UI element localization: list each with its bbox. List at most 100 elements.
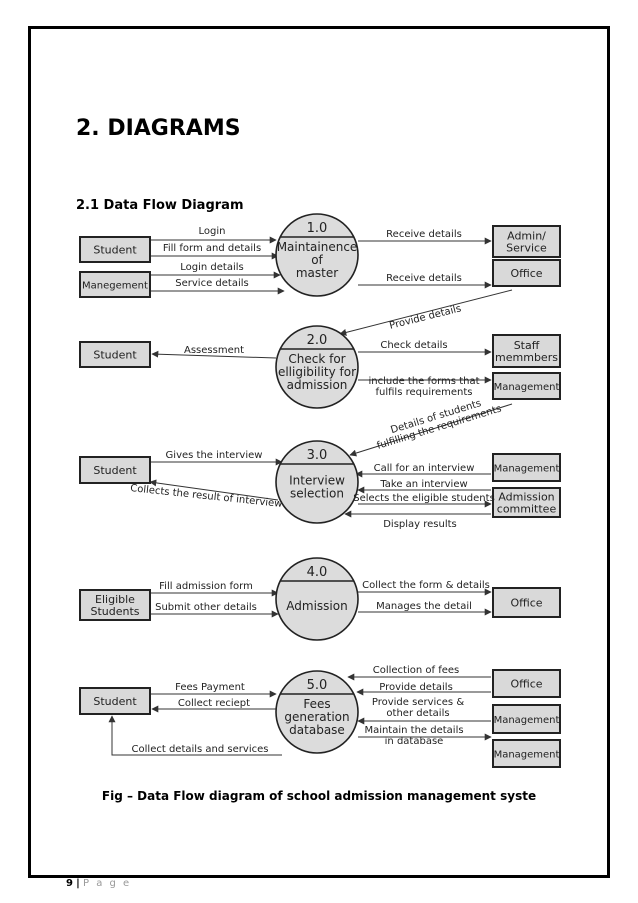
- footer-separator: |: [76, 878, 80, 889]
- flow-label: Provide details: [388, 303, 462, 331]
- entity-management: Management: [492, 739, 561, 768]
- flow-label: Collect details and services: [132, 744, 269, 755]
- flow-provide-details: [339, 289, 513, 336]
- flow-label: Submit other details: [155, 602, 257, 613]
- process-id: 1.0: [307, 221, 328, 236]
- process-id: 2.0: [307, 333, 328, 348]
- flow-label: Check details: [380, 340, 447, 351]
- page-word: P a g e: [83, 878, 132, 889]
- entity-manegement: Manegement: [79, 271, 151, 298]
- entity-box: [79, 341, 151, 368]
- entity-label: Management: [494, 464, 560, 475]
- entity-student: Student: [79, 456, 151, 484]
- entity-management: Management: [492, 372, 561, 400]
- subsection-heading: 2.1 Data Flow Diagram: [76, 198, 244, 213]
- flow-arrow: [339, 289, 513, 336]
- entity-box: [492, 225, 561, 258]
- entity-label: Office: [510, 597, 542, 610]
- entity-box: [492, 453, 561, 482]
- entity-box: [492, 704, 561, 734]
- flow-label: Assessment: [184, 345, 244, 356]
- process-id: 5.0: [307, 678, 328, 693]
- flow-label: Fill form and details: [163, 243, 261, 254]
- entity-management: Management: [492, 453, 561, 482]
- flow-label: Selects the eligible students: [353, 493, 495, 504]
- section-heading: 2. DIAGRAMS: [76, 116, 241, 141]
- flow-label: Details of studentsfulfilling the requir…: [372, 393, 502, 452]
- flow-label: Fees Payment: [175, 682, 245, 693]
- entity-label: Admin/Service: [506, 230, 547, 255]
- flow-arrow: [149, 479, 279, 501]
- flow-arrow: [349, 403, 513, 457]
- flow-label: Call for an interview: [374, 463, 475, 474]
- flow-label: Display results: [383, 519, 457, 530]
- entity-label: Office: [510, 267, 542, 280]
- entity-box: [492, 372, 561, 400]
- process-id: 3.0: [307, 448, 328, 463]
- entity-management: Management: [492, 704, 561, 734]
- entity-label: Management: [494, 715, 560, 726]
- entity-label: Management: [494, 382, 560, 393]
- entity-admin-service: Admin/Service: [492, 225, 561, 258]
- process-circle: [275, 213, 359, 297]
- flow-label: Provide details: [379, 682, 453, 693]
- page-border: [28, 26, 610, 878]
- entity-label: Student: [93, 464, 137, 477]
- entity-box: [492, 739, 561, 768]
- flow-label: Collection of fees: [373, 665, 460, 676]
- page-number: 9: [66, 878, 73, 889]
- entity-box: [492, 334, 561, 368]
- flow-label: Collect reciept: [178, 698, 250, 709]
- entity-box: [492, 587, 561, 618]
- flow-arrow: [151, 350, 277, 359]
- flow-label: Receive details: [386, 273, 462, 284]
- process-circle: [275, 440, 359, 524]
- entity-office: Office: [492, 587, 561, 618]
- entity-student: Student: [79, 236, 151, 263]
- flow-label: Manages the detail: [376, 601, 472, 612]
- entity-box: [79, 687, 151, 715]
- entity-box: [492, 669, 561, 698]
- entity-student: Student: [79, 687, 151, 715]
- flow-label: Provide services &other details: [372, 697, 464, 719]
- process-id: 4.0: [307, 565, 328, 580]
- entity-label: Office: [510, 678, 542, 691]
- flow-assessment: [151, 350, 277, 359]
- flow-label: Collects the result of interview: [130, 483, 283, 510]
- process-circle: [275, 557, 359, 641]
- entity-label: Management: [494, 750, 560, 761]
- process-circle: [275, 670, 359, 754]
- figure-caption: Fig – Data Flow diagram of school admiss…: [101, 789, 537, 803]
- flow-details-of-students: [349, 403, 513, 457]
- flow-label: Receive details: [386, 229, 462, 240]
- flow-label: Gives the interview: [166, 450, 263, 461]
- flow-label: Collect the form & details: [362, 580, 490, 591]
- entity-label: Student: [93, 244, 137, 257]
- entity-label: Student: [93, 695, 137, 708]
- entity-box: [79, 589, 151, 621]
- flow-label: Login details: [180, 262, 243, 273]
- process-circle: [275, 325, 359, 409]
- entity-box: [492, 487, 561, 518]
- entity-box: [492, 259, 561, 287]
- entity-office: Office: [492, 259, 561, 287]
- page-footer: 9 | P a g e: [66, 878, 131, 889]
- process-name: Admission: [286, 599, 347, 613]
